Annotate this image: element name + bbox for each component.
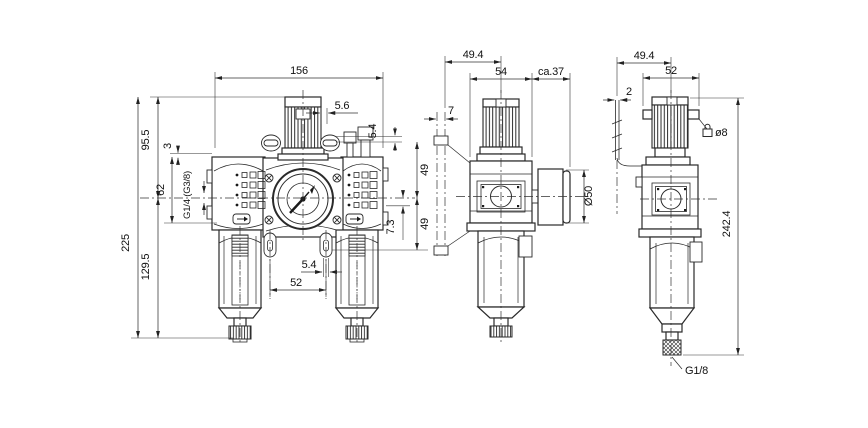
dim-front-top-right-offset: 5.4 [367, 124, 379, 139]
dim-end-total-height: 242.4 [721, 211, 733, 238]
dim-front-lower-left: 129.5 [140, 254, 152, 281]
dim-front-port-thread: G1/4 (G3/8) [182, 171, 193, 219]
dim-front-slot-pitch: 52 [290, 277, 302, 289]
dim-end-bracket-thickness: 2 [626, 86, 632, 98]
end-regulator-knob [642, 96, 700, 166]
padlock-icon [698, 118, 713, 137]
side-centerlines [456, 90, 586, 345]
dim-side-bracket-to-axis: 49.4 [463, 49, 484, 61]
mounting-studs [263, 232, 333, 258]
dim-front-small-left: 3 [162, 143, 174, 149]
side-body [466, 98, 571, 338]
front-body [206, 96, 389, 343]
dim-end-drain-thread: G1/8 [685, 365, 708, 377]
lubricator-face-pattern [345, 171, 378, 225]
dim-front-lower-right: 49 [419, 218, 431, 230]
end-body [635, 96, 713, 356]
dim-front-slot-width: 5.4 [302, 259, 317, 271]
side-dimensions: 49.4 54 ca.37 7 Ø50 [424, 49, 595, 224]
dim-front-upper-left: 95.5 [140, 130, 152, 151]
dim-front-knob-offset: 5.6 [335, 100, 350, 112]
dim-side-bracket-tab: 7 [448, 105, 454, 117]
side-bracket-phantom [433, 112, 471, 256]
dim-end-bracket-to-axis: 49.4 [634, 50, 655, 62]
bowl-clip [689, 241, 703, 263]
dim-side-body-width: 54 [495, 66, 507, 78]
end-centerlines [640, 90, 720, 366]
end-dimensions: 49.4 52 2 ø8 242.4 G1/8 [603, 50, 744, 377]
dim-front-total-height: 225 [120, 234, 132, 252]
mounting-eyes [261, 134, 340, 152]
side-bowl [476, 230, 533, 338]
end-bracket-edge [611, 100, 642, 214]
end-view: 49.4 52 2 ø8 242.4 G1/8 [603, 50, 744, 377]
dim-front-small-right: 7.3 [385, 220, 397, 235]
side-gauge-profile [537, 168, 571, 226]
front-view: 156 5.6 5.4 49 49 7.3 95.5 [120, 65, 431, 344]
filter-face-pattern [232, 171, 266, 225]
gauge-screws [264, 173, 342, 225]
dim-front-mid-left: 62 [155, 184, 167, 196]
dim-end-padlock-hole: ø8 [715, 127, 728, 139]
front-dimensions: 156 5.6 5.4 49 49 7.3 95.5 [120, 65, 431, 339]
end-bowl [648, 236, 703, 356]
dim-side-gauge-depth: ca.37 [538, 66, 564, 78]
dim-front-total-width: 156 [290, 65, 308, 77]
dim-side-gauge-diameter: Ø50 [583, 186, 595, 206]
dim-front-upper-right: 49 [419, 164, 431, 176]
drain-fitting [662, 339, 682, 356]
gauge-needle [289, 198, 304, 214]
side-view: 49.4 54 ca.37 7 Ø50 [424, 49, 595, 345]
dim-end-body-width: 52 [665, 65, 677, 77]
bowl-clip [518, 235, 533, 258]
